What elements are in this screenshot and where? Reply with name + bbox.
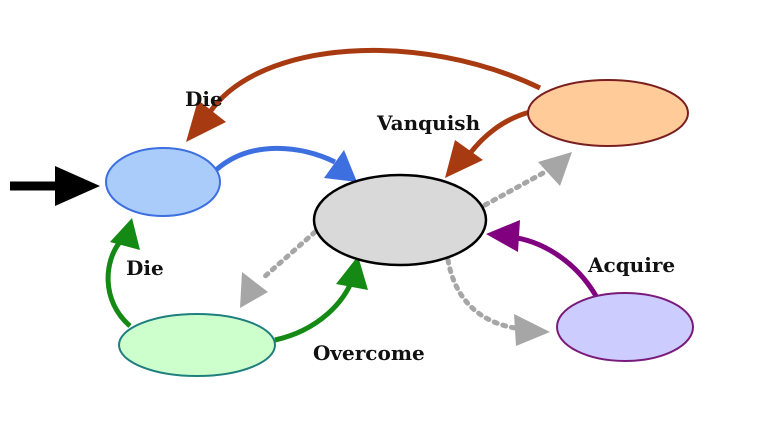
- label-overcome: Overcome: [313, 341, 425, 365]
- state-node-orange: [527, 79, 689, 147]
- state-node-green: [118, 313, 276, 377]
- label-acquire: Acquire: [587, 253, 675, 277]
- edge-die-top: [186, 47, 542, 142]
- edge-overcome: [274, 256, 368, 343]
- state-node-blue: [105, 147, 221, 217]
- edge-blue-to-gray: [214, 145, 357, 182]
- label-vanquish: Vanquish: [376, 111, 481, 135]
- edge-acquire: [486, 220, 599, 298]
- label-die-left: Die: [126, 256, 164, 280]
- state-node-gray: [312, 173, 488, 267]
- label-die-top: Die: [185, 87, 223, 111]
- edge-dotted-gray-to-purple: [445, 257, 550, 346]
- edge-die-left: [105, 218, 140, 328]
- edge-vanquish: [445, 109, 531, 178]
- edge-dotted-gray-to-green: [240, 229, 318, 308]
- state-node-purple: [556, 292, 694, 362]
- entry-arrow: [10, 166, 100, 206]
- edge-dotted-gray-to-orange: [482, 152, 572, 208]
